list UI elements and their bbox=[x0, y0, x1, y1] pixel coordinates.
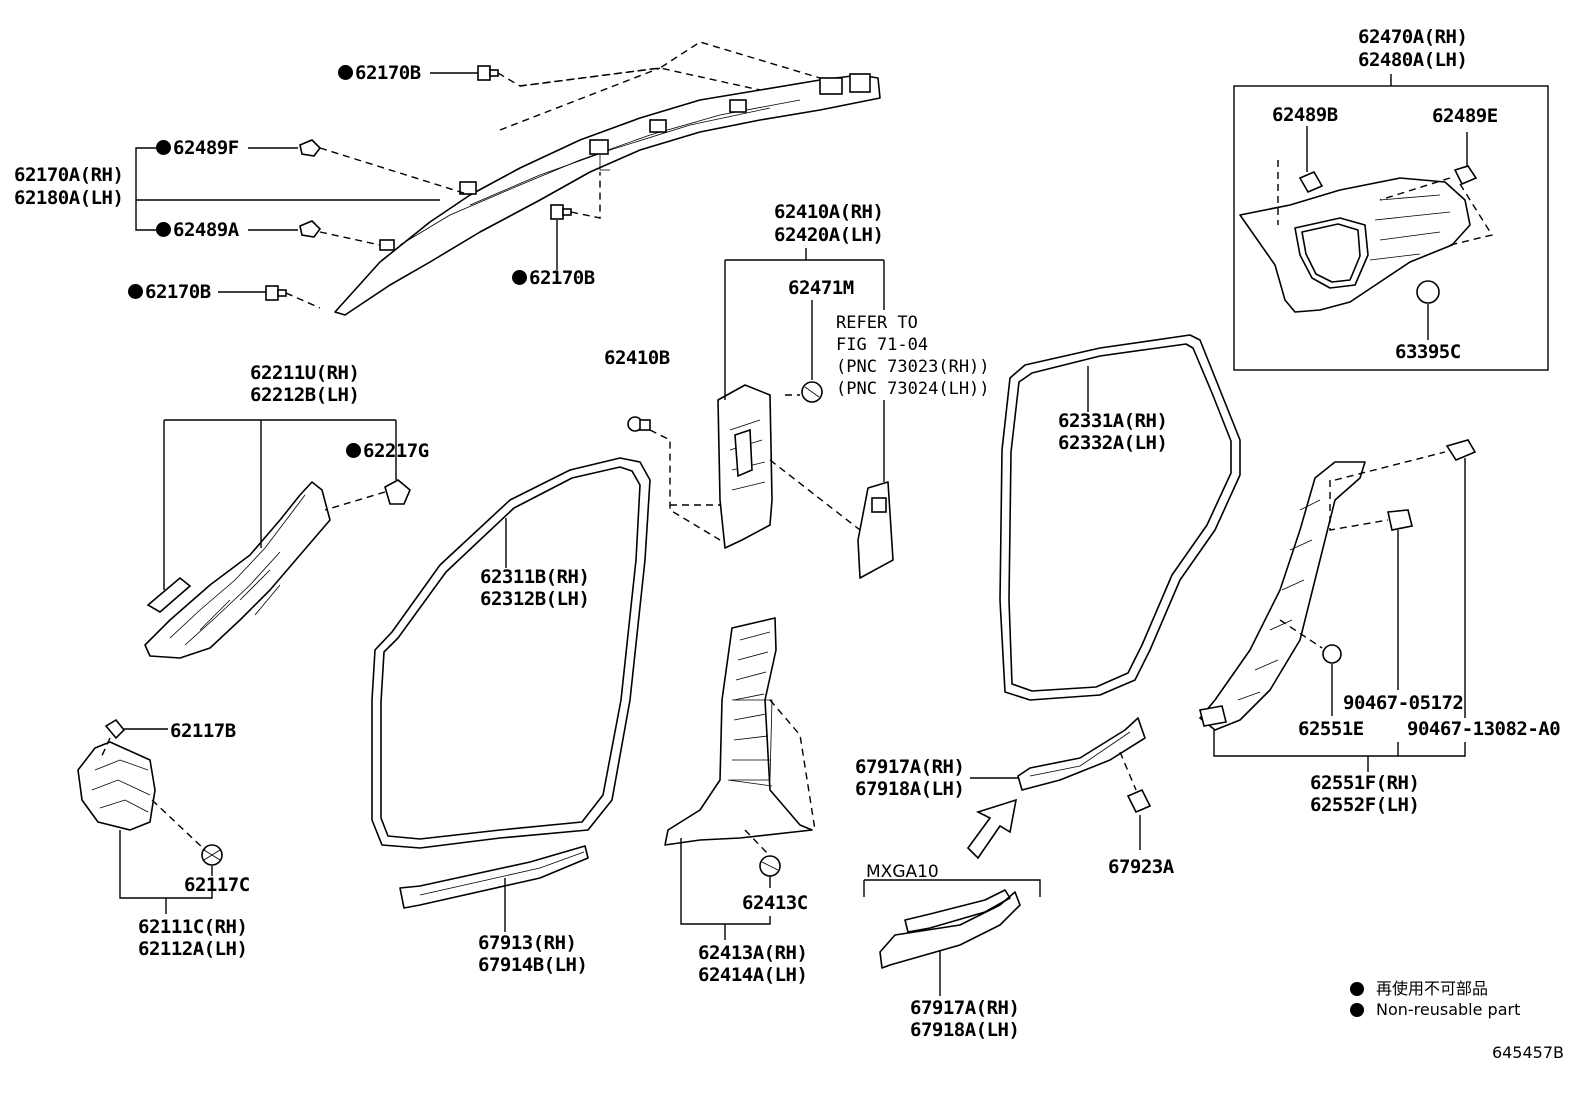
clip-62489E-icon bbox=[1453, 165, 1478, 186]
label-62180A-lh: 62180A(LH) bbox=[14, 187, 124, 209]
non-reusable-dot-icon bbox=[1350, 982, 1364, 996]
clip-62489B-icon bbox=[1298, 170, 1324, 194]
label-62410A-rh: 62410A(RH) bbox=[774, 201, 884, 223]
clip-62489F-icon bbox=[299, 139, 322, 157]
direction-arrow-icon bbox=[966, 798, 1018, 860]
label-62489B: 62489B bbox=[1272, 104, 1338, 126]
inset-box bbox=[1233, 85, 1549, 371]
label-62489A: 62489A bbox=[156, 219, 239, 241]
clip-62117B-icon bbox=[104, 718, 126, 740]
clip-63395C-icon bbox=[1416, 280, 1440, 304]
center-pillar-lower-garnish-part bbox=[664, 617, 813, 846]
label-67918A-lh-lower: 67918A(LH) bbox=[910, 1019, 1020, 1041]
label-62410B: 62410B bbox=[604, 347, 670, 369]
seat-belt-adjuster-part bbox=[857, 481, 894, 579]
refer-line-4: (PNC 73024(LH)) bbox=[836, 379, 990, 399]
label-62331A-rh: 62331A(RH) bbox=[1058, 410, 1168, 432]
refer-line-2: FIG 71-04 bbox=[836, 335, 929, 355]
label-62170A-rh: 62170A(RH) bbox=[14, 164, 124, 186]
non-reusable-dot-icon bbox=[338, 65, 353, 80]
label-67917A-rh-upper: 67917A(RH) bbox=[855, 756, 965, 778]
clip-62489A-icon bbox=[299, 220, 322, 238]
label-62413A-rh: 62413A(RH) bbox=[698, 942, 808, 964]
clip-90467-13082-icon bbox=[1445, 439, 1477, 461]
clip-62551E-icon bbox=[1322, 644, 1342, 664]
label-62170B-low: 62170B bbox=[128, 281, 211, 303]
non-reusable-dot-icon bbox=[1350, 1003, 1364, 1017]
label-62489E: 62489E bbox=[1432, 105, 1498, 127]
clip-62413C-icon bbox=[759, 855, 781, 877]
label-62471M: 62471M bbox=[788, 277, 854, 299]
legend-jp: 再使用不可部品 bbox=[1350, 975, 1488, 999]
label-mxga10: MXGA10 bbox=[866, 862, 939, 882]
quarter-inner-trim-part bbox=[1239, 177, 1471, 313]
label-62420A-lh: 62420A(LH) bbox=[774, 224, 884, 246]
label-67918A-lh-upper: 67918A(LH) bbox=[855, 778, 965, 800]
diagram-code: 645457B bbox=[1491, 1043, 1564, 1062]
label-67914B-lh: 67914B(LH) bbox=[478, 954, 588, 976]
clip-67923A-icon bbox=[1126, 788, 1152, 814]
label-62489F: 62489F bbox=[156, 137, 239, 159]
front-scuff-plate-part bbox=[399, 845, 589, 909]
label-62551E: 62551E bbox=[1298, 718, 1364, 740]
center-pillar-upper-garnish-part bbox=[717, 384, 773, 549]
legend-en: Non-reusable part bbox=[1350, 1000, 1520, 1019]
clip-62170B-low-icon bbox=[265, 285, 287, 301]
label-62312B-lh: 62312B(LH) bbox=[480, 588, 590, 610]
rear-door-weatherstrip-part bbox=[999, 334, 1241, 701]
quarter-pillar-garnish-part bbox=[1199, 461, 1366, 731]
rear-scuff-plate-part bbox=[1017, 717, 1146, 791]
label-62217G: 62217G bbox=[346, 440, 429, 462]
non-reusable-dot-icon bbox=[156, 140, 171, 155]
cowl-side-trim-part bbox=[77, 741, 156, 831]
front-door-weatherstrip-part bbox=[371, 457, 651, 849]
label-62111C-rh: 62111C(RH) bbox=[138, 916, 248, 938]
refer-line-3: (PNC 73023(RH)) bbox=[836, 357, 990, 377]
label-90467-13082-A0: 90467-13082-A0 bbox=[1407, 718, 1561, 740]
label-62311B-rh: 62311B(RH) bbox=[480, 566, 590, 588]
roof-side-garnish-part bbox=[334, 73, 881, 316]
label-62413C: 62413C bbox=[742, 892, 808, 914]
label-62414A-lh: 62414A(LH) bbox=[698, 964, 808, 986]
label-90467-05172: 90467-05172 bbox=[1343, 692, 1464, 714]
label-67913-rh: 67913(RH) bbox=[478, 932, 577, 954]
mxga10-scuff-plate-part bbox=[879, 889, 1021, 969]
label-62170B-top: 62170B bbox=[338, 62, 421, 84]
label-62211U-rh: 62211U(RH) bbox=[250, 362, 360, 384]
label-62117B: 62117B bbox=[170, 720, 236, 742]
clip-90467-05172-icon bbox=[1387, 509, 1413, 531]
refer-line-1: REFER TO bbox=[836, 313, 918, 333]
front-pillar-garnish-part bbox=[144, 481, 331, 659]
label-62332A-lh: 62332A(LH) bbox=[1058, 432, 1168, 454]
clip-62471M-icon bbox=[801, 381, 823, 403]
label-62117C: 62117C bbox=[184, 874, 250, 896]
label-62212B-lh: 62212B(LH) bbox=[250, 384, 360, 406]
clip-62117C-icon bbox=[201, 844, 223, 866]
non-reusable-dot-icon bbox=[156, 222, 171, 237]
clip-62217G-icon bbox=[384, 479, 411, 505]
label-62480A-lh: 62480A(LH) bbox=[1358, 49, 1468, 71]
non-reusable-dot-icon bbox=[128, 284, 143, 299]
label-62551F-rh: 62551F(RH) bbox=[1310, 772, 1420, 794]
label-62112A-lh: 62112A(LH) bbox=[138, 938, 248, 960]
non-reusable-dot-icon bbox=[346, 443, 361, 458]
label-62470A-rh: 62470A(RH) bbox=[1358, 26, 1468, 48]
non-reusable-dot-icon bbox=[512, 270, 527, 285]
label-63395C: 63395C bbox=[1395, 341, 1461, 363]
label-62552F-lh: 62552F(LH) bbox=[1310, 794, 1420, 816]
label-67923A: 67923A bbox=[1108, 856, 1174, 878]
clip-62170B-top-icon bbox=[477, 65, 499, 81]
clip-62170B-mid-icon bbox=[550, 204, 572, 220]
label-62170B-mid: 62170B bbox=[512, 267, 595, 289]
label-67917A-rh-lower: 67917A(RH) bbox=[910, 997, 1020, 1019]
clip-62410B-icon bbox=[627, 416, 651, 432]
